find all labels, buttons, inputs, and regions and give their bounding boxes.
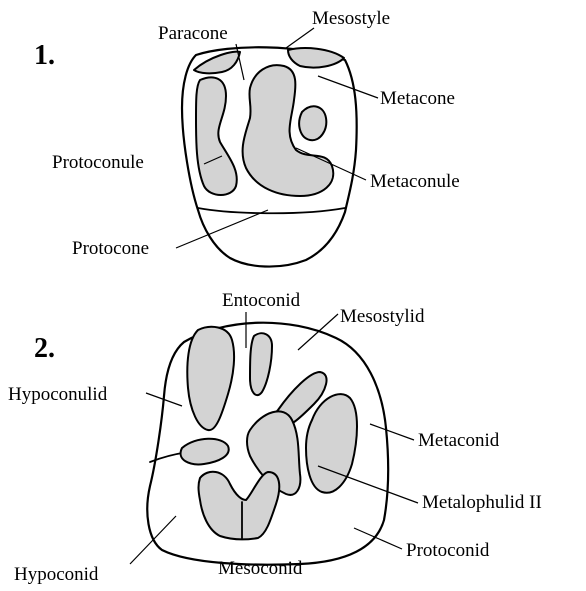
leader-hypoconid	[130, 516, 176, 564]
figure-1-number: 1.	[34, 40, 55, 71]
label-mesostyle: Mesostyle	[312, 8, 390, 29]
label-mesostylid: Mesostylid	[340, 306, 425, 327]
leader-protoconid	[354, 528, 402, 549]
label-hypoconid: Hypoconid	[14, 564, 99, 585]
figure-2-number: 2.	[34, 333, 55, 364]
entoconid-narrow-cusp	[250, 333, 272, 395]
label-metaconule: Metaconule	[370, 171, 460, 192]
leader-mesostylid	[298, 314, 338, 350]
label-entoconid: Entoconid	[222, 290, 301, 311]
label-metaconid: Metaconid	[418, 430, 500, 451]
label-protoconule: Protoconule	[52, 152, 144, 173]
leader-metacone	[318, 76, 378, 98]
leader-protocone	[176, 210, 268, 248]
leader-metaconid	[370, 424, 414, 440]
entoconid-cusp	[187, 327, 234, 430]
label-protoconid: Protoconid	[406, 540, 490, 561]
label-hypoconulid: Hypoconulid	[8, 384, 108, 405]
figure-2-lower-molar: 2. Entoconid Mesostylid Hypoconulid Meta…	[8, 290, 542, 585]
leader-mesostyle	[286, 28, 314, 48]
mesostyle-cusp	[288, 48, 344, 68]
label-mesoconid: Mesoconid	[218, 558, 303, 579]
label-metacone: Metacone	[380, 88, 455, 109]
protocone-boundary	[198, 208, 345, 213]
mesoconid-cusp	[199, 472, 280, 540]
label-paracone: Paracone	[158, 23, 228, 44]
label-metalophulid: Metalophulid II	[422, 492, 542, 513]
metacone-basin	[299, 106, 326, 140]
protoconule-cusp	[196, 77, 237, 195]
figure-1-upper-molar: 1. Paracone Mesostyle Metacone Protoconu…	[34, 8, 460, 267]
label-protocone: Protocone	[72, 238, 149, 259]
hypoconulid-cusp	[181, 439, 229, 465]
paracone-cusp	[194, 52, 240, 74]
